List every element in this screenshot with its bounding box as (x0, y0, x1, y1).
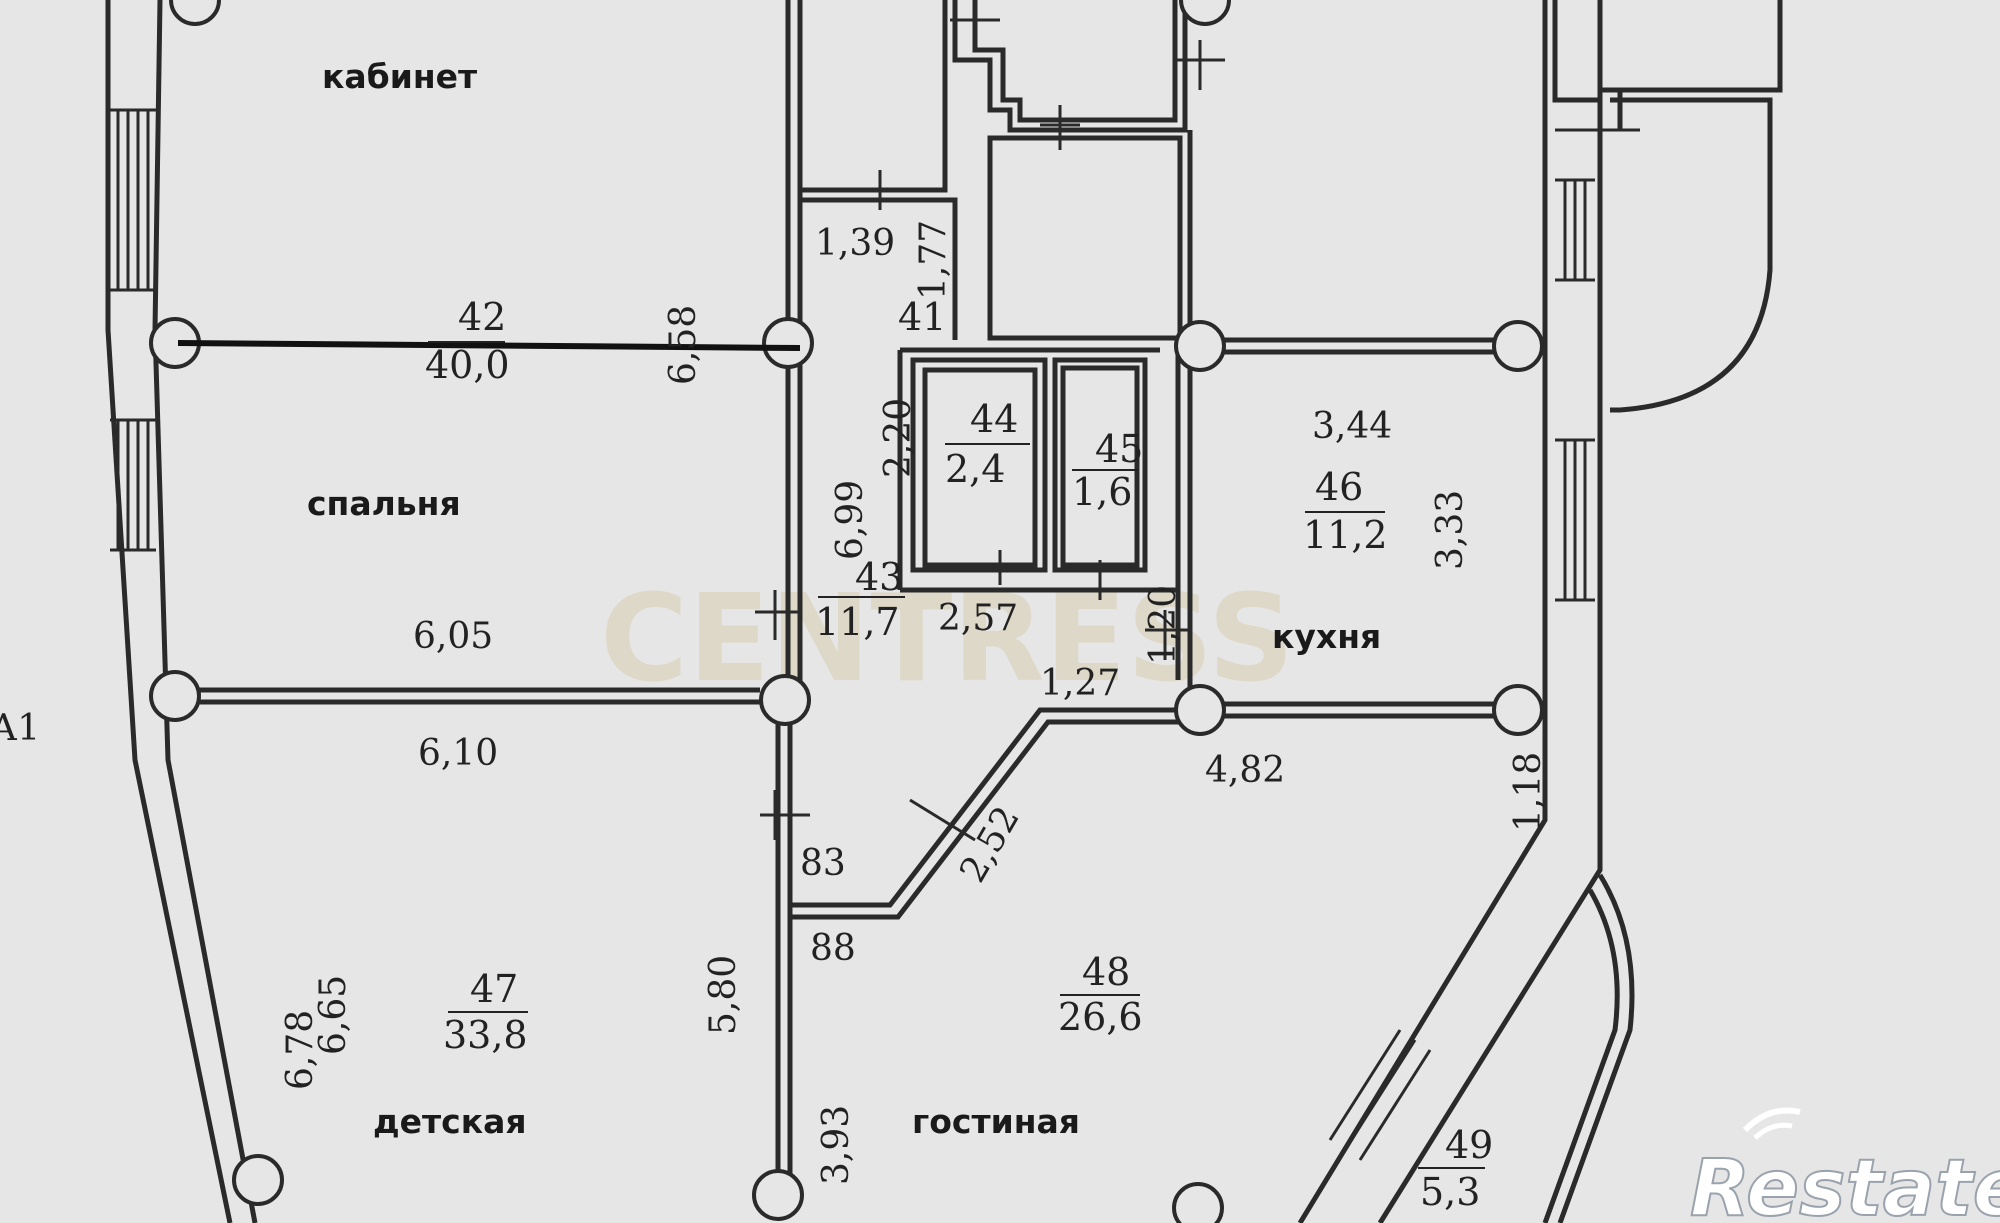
room-number-46: 46 (1315, 465, 1363, 509)
dim-6-65: 6,65 (313, 975, 354, 1055)
dim-2-57: 2,57 (938, 598, 1018, 639)
room-number-42: 42 (458, 295, 506, 339)
room-label-living: гостиная (912, 1102, 1080, 1141)
dim-6-05: 6,05 (413, 616, 493, 657)
room-label-bedroom: спальня (307, 484, 461, 523)
logo-text: Restate (1690, 1144, 2000, 1223)
room-area-43: 11,7 (815, 600, 900, 644)
room-area-47: 33,8 (443, 1013, 528, 1057)
dim-2-20: 2,20 (878, 398, 919, 478)
room-number-49: 49 (1445, 1123, 1493, 1167)
room-label-kitchen: кухня (1272, 617, 1381, 656)
room-number-47: 47 (470, 967, 518, 1011)
dim-6-99: 6,99 (830, 480, 871, 560)
dim-1-77: 1,77 (913, 220, 954, 300)
dim-1-20: 1,20 (1143, 585, 1184, 665)
dim-6-78: 6,78 (280, 1010, 321, 1090)
room-area-46: 11,2 (1303, 513, 1388, 557)
dim-6-10: 6,10 (418, 733, 498, 774)
dim-1-39: 1,39 (815, 223, 895, 264)
dim-a1: А1 (0, 708, 40, 749)
dim-6-58: 6,58 (663, 305, 704, 385)
walls (105, 0, 1783, 1223)
partition-line (177, 340, 801, 351)
room-number-41: 41 (898, 295, 946, 339)
room-area-44: 2,4 (945, 447, 1005, 491)
dim-4-82: 4,82 (1205, 750, 1285, 791)
dim-88: 88 (810, 928, 856, 969)
room-number-45: 45 (1095, 427, 1143, 471)
room-label-nursery: детская (373, 1102, 527, 1141)
room-area-45: 1,6 (1072, 470, 1132, 514)
dim-1-18: 1,18 (1508, 752, 1549, 832)
dim-3-44: 3,44 (1312, 406, 1392, 447)
dim-3-33: 3,33 (1430, 490, 1471, 570)
columns (149, 0, 1544, 1223)
dim-3-93: 3,93 (816, 1105, 857, 1185)
room-number-48: 48 (1082, 950, 1130, 994)
dimension-labels: 1,39 1,77 6,58 2,20 6,99 3,44 3,33 6,05 … (0, 220, 1549, 1185)
dim-5-80: 5,80 (703, 955, 744, 1035)
dim-83: 83 (800, 843, 846, 884)
room-area-42: 40,0 (425, 343, 510, 387)
room-label-study: кабинет (322, 57, 477, 96)
room-area-48: 26,6 (1058, 995, 1143, 1039)
restate-logo: Restate (1689, 1107, 2000, 1223)
room-area-49: 5,3 (1420, 1170, 1480, 1214)
area-labels: 42 40,0 43 11,7 44 2,4 45 1,6 46 11,2 47… (425, 295, 1493, 1214)
dim-1-27: 1,27 (1040, 663, 1120, 704)
room-number-43: 43 (855, 555, 903, 599)
room-number-44: 44 (970, 397, 1018, 441)
